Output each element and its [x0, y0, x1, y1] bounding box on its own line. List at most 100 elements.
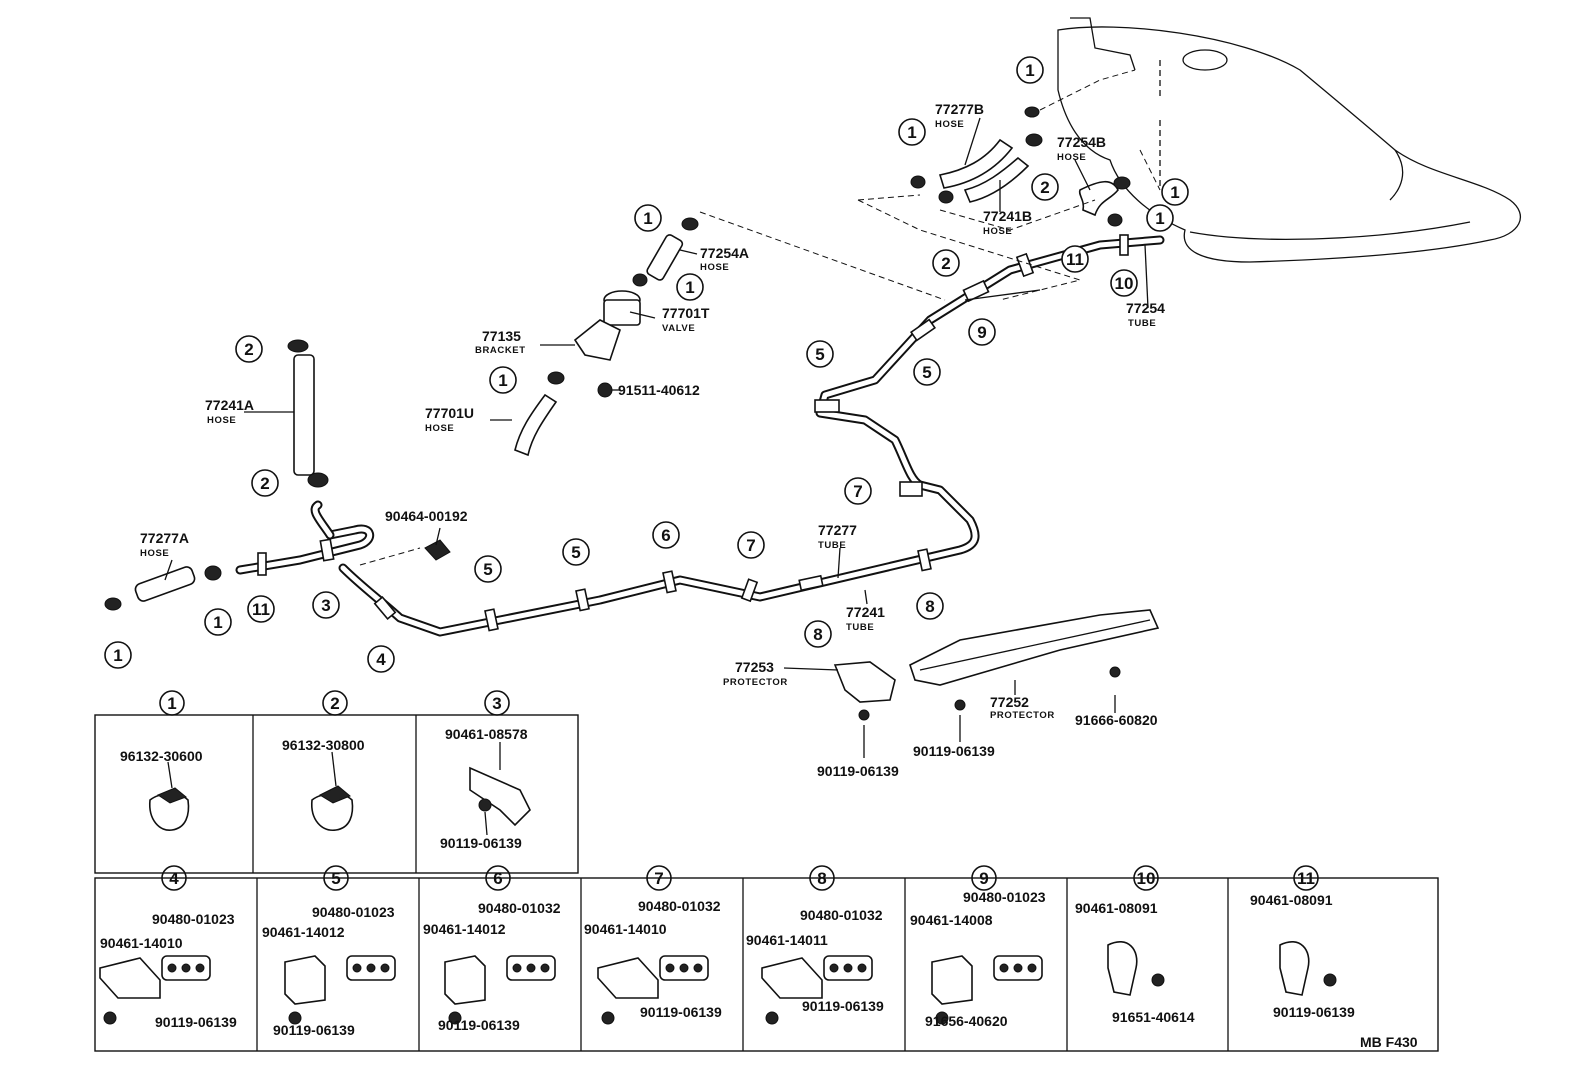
callout-number: 6 [661, 526, 670, 545]
part-labels: 77277B HOSE 77254B HOSE 77241B HOSE 7725… [140, 101, 1165, 779]
clamp-bracket-icon [1279, 941, 1310, 996]
callout-11: 11 [1061, 245, 1089, 273]
cushion-hole-icon [829, 963, 839, 973]
hose-77241B-part [938, 106, 1043, 204]
clip-96132-30600-icon [149, 761, 190, 831]
label-77135: 77135 [482, 328, 521, 344]
legend-bottom-art-11 [1279, 941, 1337, 996]
callout-number: 11 [252, 600, 270, 619]
legend-9-part-3: 91656-40620 [925, 1013, 1008, 1029]
callout-1: 1 [1016, 56, 1044, 84]
figure-code: MB F430 [1360, 1034, 1418, 1050]
callout-number: 1 [643, 209, 652, 228]
clamp-bracket-icon [597, 957, 659, 999]
callout-11: 11 [247, 595, 275, 623]
label-77252-name: PROTECTOR [990, 710, 1055, 721]
callout-number: 1 [1170, 183, 1179, 202]
label-90464-00192: 90464-00192 [385, 508, 468, 524]
label-77701U-name: HOSE [425, 423, 454, 434]
cushion-hole-icon [352, 963, 362, 973]
legend-4-part-1: 90480-01023 [152, 911, 235, 927]
label-77254A: 77254A [700, 245, 749, 261]
label-77241A-name: HOSE [207, 415, 236, 426]
callout-2: 2 [1031, 173, 1059, 201]
legend-bottom-art-8 [761, 955, 873, 1025]
label-77701T: 77701T [662, 305, 710, 321]
legend-top [94, 714, 579, 874]
callout-number: 10 [1115, 274, 1134, 293]
callout-7: 7 [844, 477, 872, 505]
callout-number: 2 [260, 474, 269, 493]
cushion-hole-icon [512, 963, 522, 973]
clamp-bracket-icon [99, 957, 161, 999]
legend-6-part-2: 90461-14012 [423, 921, 506, 937]
cushion-hole-icon [167, 963, 177, 973]
hose-77277B-part [910, 138, 1014, 189]
legend-header-3: 3 [484, 690, 510, 716]
callout-number: 4 [376, 650, 386, 669]
legend-4-part-2: 90461-14010 [100, 935, 183, 951]
bolt-icon [935, 1011, 949, 1025]
legend-bottom-art-6 [444, 955, 556, 1025]
fuel-tank [1057, 17, 1522, 263]
cushion-hole-icon [526, 963, 536, 973]
callout-8: 8 [916, 592, 944, 620]
label-91666-60820: 91666-60820 [1075, 712, 1158, 728]
callout-number: 7 [746, 536, 755, 555]
legend-5-part-1: 90480-01023 [312, 904, 395, 920]
callout-number: 11 [1066, 250, 1084, 269]
label-77254: 77254 [1126, 300, 1165, 316]
legend-bottom-art-7 [597, 955, 709, 1025]
label-77241B-name: HOSE [983, 226, 1012, 237]
legend-bottom-art-10 [1107, 941, 1165, 996]
bolt-91511-part [597, 382, 613, 398]
hose-77254B-part [1078, 176, 1131, 227]
legend-bottom-art-5 [284, 955, 396, 1025]
legend-11-part-2: 90119-06139 [1273, 1004, 1355, 1020]
legend-1-part-1: 96132-30600 [120, 748, 203, 764]
cushion-hole-icon [843, 963, 853, 973]
cushion-hole-icon [693, 963, 703, 973]
callout-number: 1 [907, 123, 916, 142]
cushion-hole-icon [181, 963, 191, 973]
legend-3-part-1: 90461-08578 [445, 726, 528, 742]
cushion-hole-icon [1027, 963, 1037, 973]
clamp-bracket-icon [931, 955, 973, 1005]
legend-header-number: 1 [167, 694, 176, 713]
cushion-hole-icon [679, 963, 689, 973]
callout-number: 5 [815, 345, 824, 364]
label-77277A: 77277A [140, 530, 189, 546]
callout-2: 2 [235, 335, 263, 363]
cushion-hole-icon [195, 963, 205, 973]
callout-number: 1 [498, 371, 507, 390]
callout-number: 1 [113, 646, 122, 665]
label-77277A-name: HOSE [140, 548, 169, 559]
clamp-bracket-icon [1107, 941, 1138, 996]
callout-number: 5 [922, 363, 931, 382]
label-77254B-name: HOSE [1057, 152, 1086, 163]
callout-1: 1 [634, 204, 662, 232]
legend-header-number: 3 [492, 694, 501, 713]
legend-9-part-2: 90461-14008 [910, 912, 993, 928]
label-77135-name: BRACKET [475, 345, 526, 356]
legend-3-part-2: 90119-06139 [440, 835, 522, 851]
protector-77253-part [833, 661, 896, 703]
dashed-connectors [359, 69, 1161, 566]
callout-number: 7 [853, 482, 862, 501]
callout-3: 3 [312, 591, 340, 619]
label-77701T-name: VALVE [662, 323, 695, 334]
legend-bottom [94, 877, 1439, 1052]
callout-9: 9 [968, 318, 996, 346]
bolt-icon [103, 1011, 117, 1025]
callout-1: 1 [489, 366, 517, 394]
legend-header-2: 2 [322, 690, 348, 716]
fuel-tube-left-section [235, 500, 374, 575]
label-77241: 77241 [846, 604, 885, 620]
bolt-icon [288, 1011, 302, 1025]
callout-6: 6 [652, 521, 680, 549]
callout-1: 1 [204, 608, 232, 636]
callout-2: 2 [251, 469, 279, 497]
legend-bottom-art-9 [931, 955, 1043, 1025]
label-77254A-name: HOSE [700, 262, 729, 273]
